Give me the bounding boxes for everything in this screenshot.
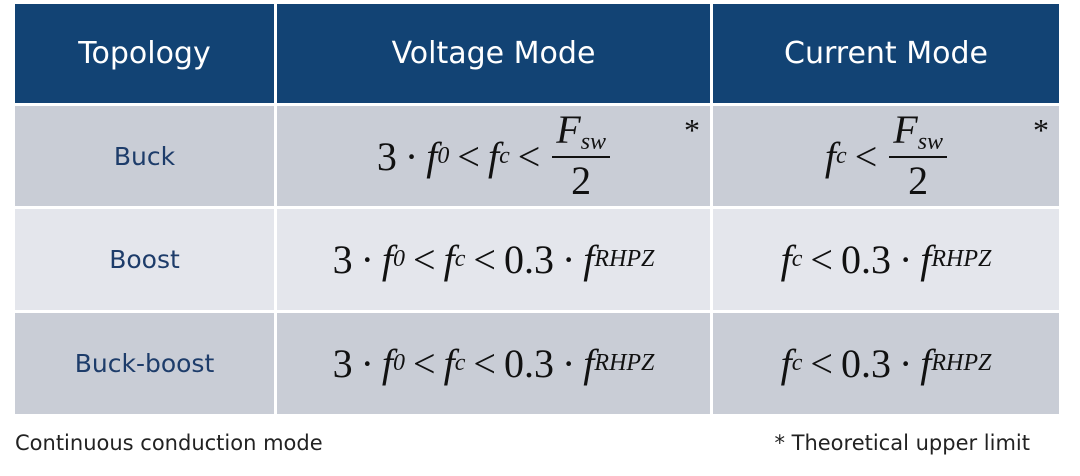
fc-sub: c xyxy=(499,142,510,169)
f-symbol: f xyxy=(443,341,455,386)
factor: 0.3 xyxy=(503,341,554,386)
f-symbol: f xyxy=(443,237,455,282)
topology-label: Buck-boost xyxy=(74,349,215,378)
topology-buck: Buck xyxy=(15,106,274,206)
fraction: Fsw 2 xyxy=(889,107,948,203)
topology-table: Topology Voltage Mode Current Mode Buck … xyxy=(15,4,1059,414)
header-topology-label: Topology xyxy=(78,36,211,71)
header-voltage-mode: Voltage Mode xyxy=(277,4,710,103)
coef: 3 xyxy=(332,341,353,386)
f-symbol: f xyxy=(824,133,837,179)
dot-op: · xyxy=(404,133,419,179)
fc-sub: c xyxy=(454,350,466,376)
fc-sub: c xyxy=(791,350,803,376)
f-symbol: f xyxy=(780,341,792,386)
dot-op: · xyxy=(898,237,913,282)
dot-op: · xyxy=(360,237,374,282)
numerator: Fsw xyxy=(889,107,948,158)
f-symbol: f xyxy=(920,341,932,386)
f-symbol: f xyxy=(381,237,394,282)
topology-label: Boost xyxy=(109,245,180,274)
lt-op: < xyxy=(517,133,541,179)
lt-op: < xyxy=(457,133,480,179)
rhpz-sub: RHPZ xyxy=(594,350,655,376)
coef: 3 xyxy=(376,133,397,179)
footnote-ccm: Continuous conduction mode xyxy=(15,431,323,455)
f-symbol: f xyxy=(381,341,394,386)
f-symbol: f xyxy=(583,341,595,386)
footnote-upper-limit: * Theoretical upper limit xyxy=(774,431,1030,455)
factor: 0.3 xyxy=(840,341,891,386)
factor: 0.3 xyxy=(503,237,554,282)
fsw-sub: sw xyxy=(580,129,607,155)
f0-sub: 0 xyxy=(393,350,406,376)
fc-sub: c xyxy=(454,246,466,272)
denominator: 2 xyxy=(908,158,929,203)
rhpz-sub: RHPZ xyxy=(931,246,992,272)
dot-op: · xyxy=(561,341,576,386)
f-symbol: f xyxy=(920,237,932,282)
topology-buck-boost: Buck-boost xyxy=(15,313,274,414)
f0-sub: 0 xyxy=(393,246,406,272)
lt-op: < xyxy=(810,341,833,386)
fsw-symbol: F xyxy=(893,107,918,152)
denominator: 2 xyxy=(571,158,592,203)
lt-op: < xyxy=(473,341,496,386)
dot-op: · xyxy=(898,341,913,386)
dot-op: · xyxy=(561,237,576,282)
fc-sub: c xyxy=(836,142,847,169)
dot-op: · xyxy=(360,341,374,386)
topology-boost: Boost xyxy=(15,209,274,310)
factor: 0.3 xyxy=(840,237,891,282)
f-symbol: f xyxy=(487,133,500,179)
lt-op: < xyxy=(473,237,496,282)
fsw-symbol: F xyxy=(556,107,581,152)
header-current-mode-label: Current Mode xyxy=(784,36,988,71)
f-symbol: f xyxy=(426,133,438,179)
coef: 3 xyxy=(332,237,353,282)
lt-op: < xyxy=(413,237,436,282)
numerator: Fsw xyxy=(552,107,611,158)
header-current-mode: Current Mode xyxy=(713,4,1059,103)
fraction: Fsw 2 xyxy=(552,107,611,203)
fsw-sub: sw xyxy=(917,129,944,155)
lt-op: < xyxy=(854,133,878,179)
topology-label: Buck xyxy=(113,141,176,171)
header-topology: Topology xyxy=(15,4,274,103)
footnote-marker: * xyxy=(1033,112,1049,148)
lt-op: < xyxy=(413,341,436,386)
footnote-marker: * xyxy=(684,112,700,148)
f-symbol: f xyxy=(780,237,792,282)
rhpz-sub: RHPZ xyxy=(594,246,655,272)
f0-sub: 0 xyxy=(437,142,450,169)
rhpz-sub: RHPZ xyxy=(931,350,992,376)
f-symbol: f xyxy=(583,237,595,282)
header-voltage-mode-label: Voltage Mode xyxy=(391,36,596,71)
lt-op: < xyxy=(810,237,833,282)
fc-sub: c xyxy=(791,246,803,272)
